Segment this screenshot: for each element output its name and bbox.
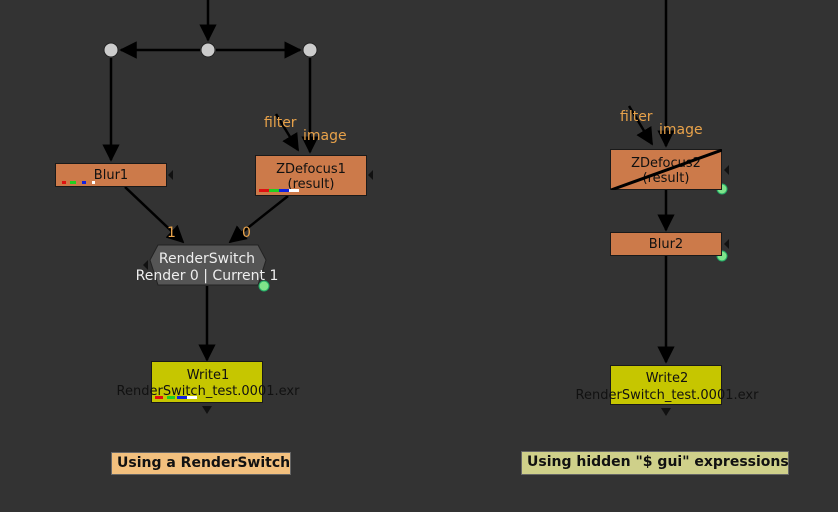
blur2-label: Blur2: [648, 237, 684, 252]
blur1-channel-alpha: [92, 181, 95, 184]
renderswitch-status-indicator-icon: [258, 280, 270, 292]
renderswitch-input-1-label: 1: [167, 225, 176, 241]
blur1-mask-input-arrow-icon[interactable]: [168, 170, 173, 180]
zdefocus1-node[interactable]: ZDefocus1 (result): [255, 155, 367, 196]
dot-node-center[interactable]: [200, 42, 216, 58]
right-connections: [627, 0, 675, 364]
zdefocus2-mask-input-arrow-icon[interactable]: [724, 165, 729, 175]
renderswitch-status-text: Render 0 | Current 1: [135, 268, 279, 284]
dot-node-left[interactable]: [103, 42, 119, 58]
blur1-channel-blue: [82, 181, 86, 184]
blur1-node[interactable]: Blur1: [55, 163, 167, 187]
zdefocus2-image-input-label: image: [659, 122, 703, 138]
write1-node[interactable]: [151, 361, 263, 403]
write1-channel-red: [155, 396, 163, 399]
zdefocus2-label: ZDefocus2: [631, 156, 701, 171]
blur1-channel-red: [62, 181, 66, 184]
write1-channel-alpha: [187, 396, 197, 399]
zdefocus1-sublabel: (result): [287, 177, 335, 192]
write1-output-arrow-icon: [202, 406, 212, 414]
renderswitch-label: RenderSwitch: [158, 251, 256, 267]
zdefocus1-image-input-label: image: [303, 128, 347, 144]
write1-channel-blue: [177, 396, 187, 399]
zdefocus1-channel-alpha: [289, 189, 299, 192]
write1-channel-green: [167, 396, 175, 399]
write1-file-path: RenderSwitch_test.0001.exr: [116, 384, 300, 399]
blur1-label: Blur1: [93, 168, 129, 183]
zdefocus2-filter-input-label: filter: [620, 109, 653, 125]
write2-file-path: RenderSwitch_test.0001.exr: [575, 388, 759, 403]
sticky-note-renderswitch[interactable]: Using a RenderSwitch: [111, 452, 291, 475]
sticky-note-gui-expressions[interactable]: Using hidden "$ gui" expressions: [521, 451, 789, 475]
renderswitch-input-0-label: 0: [242, 225, 251, 241]
zdefocus2-node[interactable]: ZDefocus2 (result): [610, 149, 722, 190]
zdefocus1-channel-red: [259, 189, 269, 192]
zdefocus1-label: ZDefocus1: [276, 162, 346, 177]
zdefocus1-filter-input-label: filter: [264, 115, 297, 131]
write2-label: Write2: [645, 371, 689, 386]
zdefocus1-mask-input-arrow-icon[interactable]: [368, 170, 373, 180]
dot-node-right[interactable]: [302, 42, 318, 58]
renderswitch-node[interactable]: [149, 244, 267, 286]
write2-output-arrow-icon: [661, 408, 671, 416]
renderswitch-mask-input-arrow-icon[interactable]: [143, 260, 148, 270]
blur1-channel-green: [70, 181, 76, 184]
blur2-node[interactable]: Blur2: [610, 232, 722, 256]
zdefocus2-disabled-strike: [610, 149, 722, 190]
zdefocus1-channel-blue: [279, 189, 289, 192]
left-connections: [102, 0, 319, 362]
zdefocus1-channel-green: [269, 189, 279, 192]
write2-node[interactable]: [610, 365, 722, 405]
blur2-mask-input-arrow-icon[interactable]: [724, 239, 729, 249]
write1-label: Write1: [186, 368, 230, 383]
